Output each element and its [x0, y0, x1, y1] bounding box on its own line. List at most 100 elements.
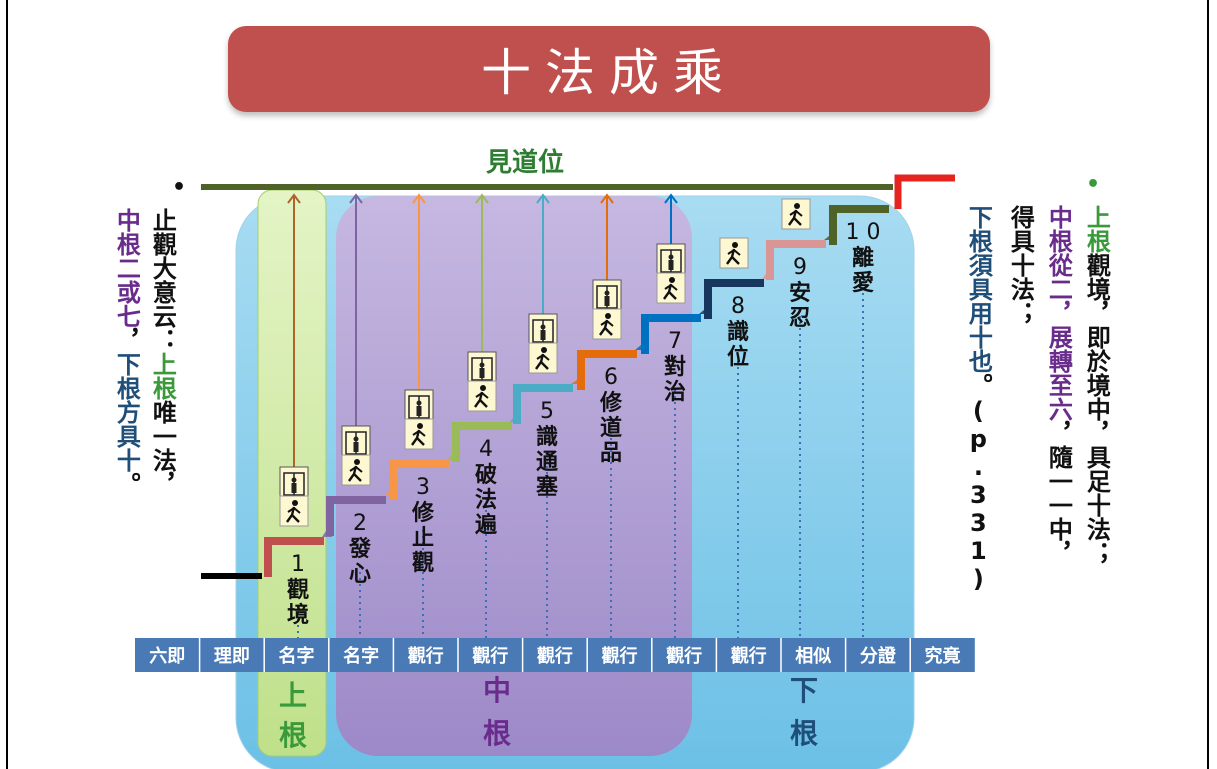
seeing-path-label: 見道位 — [486, 147, 564, 178]
arrow-head — [664, 193, 678, 204]
step-1 — [264, 537, 324, 577]
elevator-icon — [404, 389, 434, 421]
walking-person-icon — [656, 272, 686, 304]
step-10 — [829, 205, 889, 245]
elevator-icon — [341, 425, 371, 457]
final-corner — [894, 174, 955, 209]
step-label-char: 發 — [348, 537, 371, 562]
walking-person-icon — [404, 418, 434, 450]
walking-person-icon — [279, 495, 309, 527]
six-identity-cell: 觀行 — [731, 645, 767, 667]
title-banner: 十法成乘 — [228, 26, 990, 112]
lower-root-label-2: 根 — [790, 717, 818, 750]
step-number: 8 — [731, 294, 745, 319]
elevator-icon — [467, 351, 497, 383]
step-6 — [577, 350, 637, 390]
step-number: 2 — [353, 511, 367, 536]
left-note-col2: 中根二或七，下根方具十。 — [112, 208, 141, 496]
step-label-char: 修 — [411, 500, 435, 526]
elevator-icon — [656, 243, 686, 275]
six-identity-cell: 相似 — [795, 646, 831, 667]
right-note-col4: 下根須具用十也。(p.331) — [964, 205, 993, 593]
six-identity-cell: 觀行 — [666, 645, 702, 667]
step-number: 7 — [668, 329, 682, 354]
step-label-char: 觀 — [412, 551, 434, 576]
slide-frame — [6, 0, 1209, 769]
arrow-head — [349, 193, 363, 204]
middle-root-label-2: 根 — [483, 717, 511, 750]
step-label-char: 法 — [475, 488, 497, 513]
six-identity-bar — [135, 638, 975, 672]
step-number: 9 — [793, 255, 807, 280]
step-label-char: 愛 — [852, 270, 874, 296]
step-label-char: 識 — [536, 424, 558, 450]
step-number: 1 — [291, 552, 305, 577]
step-2 — [326, 496, 386, 536]
slide-title: 十法成乘 — [481, 44, 737, 102]
six-identity-cell: 究竟 — [925, 645, 961, 667]
six-identity-cell: 名字 — [279, 645, 315, 667]
step-label-char: 品 — [600, 441, 622, 466]
step-number: 3 — [416, 475, 430, 500]
arrow-head — [412, 193, 426, 204]
six-identity-cell: 分證 — [860, 645, 897, 667]
step-label-char: 修 — [599, 390, 623, 416]
step-label-char: 治 — [664, 379, 686, 405]
six-identity-cell: 名字 — [343, 645, 379, 667]
six-identity-cell: 觀行 — [472, 645, 508, 667]
step-9 — [766, 240, 826, 280]
step-label-char: 塞 — [536, 474, 559, 500]
step-label-char: 識 — [727, 319, 749, 345]
arrow-head — [287, 193, 301, 204]
step-label-char: 安 — [789, 280, 811, 306]
step-label-char: 心 — [349, 562, 371, 587]
step-label-char: 道 — [600, 415, 622, 441]
lower-root-label: 下 — [790, 674, 818, 707]
walking-person-icon — [341, 454, 371, 486]
six-identity-cell: 理即 — [214, 646, 250, 667]
step-label-char: 對 — [664, 355, 686, 380]
elevator-icon — [592, 279, 622, 311]
left-bullet: • — [172, 175, 187, 200]
step-4 — [452, 422, 512, 462]
six-identity-cell: 觀行 — [537, 645, 573, 667]
step-number: 1 0 — [846, 220, 881, 245]
step-label-char: 止 — [412, 526, 434, 551]
step-8 — [704, 279, 764, 319]
six-identity-cell: 觀行 — [408, 645, 444, 667]
upper-root-label-2: 根 — [279, 719, 307, 752]
walking-person-icon — [528, 342, 558, 374]
step-label-char: 境 — [287, 602, 309, 628]
right-bullet: • — [1086, 172, 1101, 197]
six-identity-cell: 觀行 — [602, 645, 638, 667]
six-identity-cell: 六即 — [149, 645, 185, 667]
upper-root-label: 上 — [279, 679, 307, 712]
step-label-char: 位 — [727, 344, 749, 370]
elevator-icon — [528, 313, 558, 345]
left-note-col1: 止觀大意云：上根唯一法， — [148, 208, 177, 496]
step-label-char: 通 — [536, 450, 558, 475]
step-label-char: 忍 — [789, 306, 811, 331]
walking-person-icon — [467, 380, 497, 412]
arrow-head — [536, 193, 550, 204]
arrow-head — [600, 193, 614, 204]
walking-person-icon — [781, 198, 811, 230]
walking-person-icon — [719, 237, 749, 269]
right-note-col1: 上根觀境，即於境中，具足十法； — [1082, 205, 1111, 565]
middle-root-label: 中 — [483, 674, 511, 707]
step-number: 5 — [540, 399, 554, 424]
step-number: 6 — [604, 365, 618, 390]
step-3 — [389, 460, 449, 500]
right-note-col3: 得具十法； — [1006, 205, 1035, 325]
step-label-char: 觀 — [287, 578, 309, 603]
walking-person-icon — [592, 308, 622, 340]
step-number: 4 — [479, 437, 493, 462]
elevator-icon — [279, 466, 309, 498]
step-label-char: 遍 — [475, 512, 498, 538]
arrow-head — [475, 193, 489, 204]
step-7 — [641, 314, 701, 354]
right-note-col2: 中根從二，展轉至六，隨一一中， — [1044, 205, 1073, 565]
step-label-char: 離 — [852, 245, 874, 271]
step-label-char: 破 — [475, 462, 497, 488]
